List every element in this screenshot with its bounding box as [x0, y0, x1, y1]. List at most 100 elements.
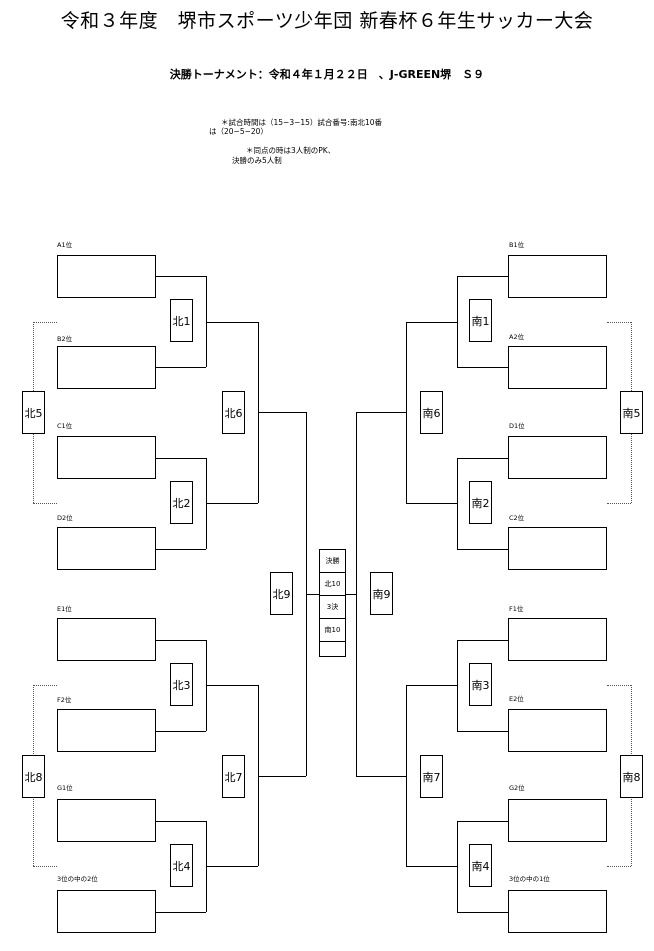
final-label: 決勝 [325, 557, 340, 565]
team-slot-l2 [57, 346, 156, 389]
page-title: 令和３年度 堺市スポーツ少年団 新春杯６年生サッカー大会 [60, 10, 594, 32]
third-place-label: 3決 [320, 595, 345, 618]
dotted-line [33, 503, 57, 504]
bracket-line [156, 912, 206, 913]
match-south8: 南8 [620, 755, 643, 798]
team-slot-r1 [508, 255, 607, 298]
team-slot-l4 [57, 527, 156, 570]
bracket-line [356, 412, 406, 413]
slot-label-l6: F2位 [57, 696, 72, 704]
match-south7: 南7 [420, 755, 443, 798]
slot-label-r3: D1位 [509, 422, 525, 430]
match-north3: 北3 [170, 663, 193, 706]
bracket-line [206, 685, 258, 686]
match-north4: 北4 [170, 844, 193, 887]
bracket-line [156, 276, 206, 277]
dotted-line [33, 322, 57, 323]
bracket-line [156, 367, 206, 368]
bracket-line [406, 685, 407, 866]
match-north8: 北8 [22, 755, 45, 798]
bracket-line [258, 412, 306, 413]
team-slot-r4 [508, 527, 607, 570]
bracket-line [356, 412, 357, 776]
match-north1: 北1 [170, 299, 193, 342]
bracket-line [206, 866, 258, 867]
dotted-line [607, 322, 631, 323]
match-south2: 南2 [469, 481, 492, 524]
bracket-line [406, 322, 407, 503]
slot-label-r8: 3位の中の1位 [509, 875, 550, 883]
team-slot-r6 [508, 709, 607, 752]
match-north2: 北2 [170, 481, 193, 524]
bracket-line [156, 731, 206, 732]
team-slot-l5 [57, 618, 156, 661]
bracket-line [356, 776, 406, 777]
slot-label-r2: A2位 [509, 333, 525, 341]
team-slot-l7 [57, 799, 156, 842]
slot-label-r6: E2位 [509, 695, 524, 703]
bracket-line [206, 503, 258, 504]
match-north7: 北7 [222, 755, 245, 798]
slot-label-l3: C1位 [57, 422, 73, 430]
bracket-line [346, 594, 356, 595]
bracket-line [156, 549, 206, 550]
slot-label-l5: E1位 [57, 605, 72, 613]
bracket-line [457, 549, 508, 550]
bracket-line [156, 640, 206, 641]
slot-label-l7: G1位 [57, 784, 73, 792]
team-slot-r3 [508, 436, 607, 479]
bracket-line [406, 503, 457, 504]
match-south6: 南6 [420, 391, 443, 434]
bracket-line [406, 866, 457, 867]
bracket-line [306, 594, 319, 595]
slot-label-r7: G2位 [509, 784, 525, 792]
bracket-line [258, 685, 259, 866]
match-south5: 南5 [620, 391, 643, 434]
team-slot-r5 [508, 618, 607, 661]
bracket-line [457, 640, 458, 731]
bracket-line [457, 276, 458, 367]
team-slot-l3 [57, 436, 156, 479]
note-pk: ＊同点の時は3人制のPK、 [246, 146, 336, 155]
bracket-line [457, 367, 508, 368]
page-subtitle: 決勝トーナメント：令和４年１月２２日 、J-GREEN堺 Ｓ９ [169, 68, 485, 81]
bracket-line [457, 276, 508, 277]
note-time: ＊試合時間は（15−3−15）試合番号:南北10番 [221, 118, 382, 127]
team-slot-l6 [57, 709, 156, 752]
bracket-line [406, 685, 457, 686]
match-south1: 南1 [469, 299, 492, 342]
bracket-line [457, 640, 508, 641]
slot-label-r5: F1位 [509, 605, 524, 613]
dotted-line [607, 503, 631, 504]
bracket-line [457, 731, 508, 732]
bracket-line [258, 776, 306, 777]
final-box: 決勝 北10 3決 南10 [319, 549, 346, 657]
slot-label-l8: 3位の中の2位 [57, 875, 98, 883]
match-north6: 北6 [222, 391, 245, 434]
slot-label-l4: D2位 [57, 514, 73, 522]
bracket-line [457, 821, 508, 822]
dotted-line [607, 685, 631, 686]
bracket-line [457, 458, 458, 549]
bracket-line [457, 821, 458, 912]
team-slot-r8 [508, 890, 607, 933]
dotted-line [33, 685, 57, 686]
bracket-line [156, 821, 206, 822]
final-box-blank [320, 641, 345, 656]
dotted-line [607, 866, 631, 867]
team-slot-r2 [508, 346, 607, 389]
bracket-line [156, 458, 206, 459]
note-time-final: は（20−5−20） [209, 127, 268, 136]
slot-label-r4: C2位 [509, 514, 525, 522]
match-south9: 南9 [370, 572, 393, 615]
match-north5: 北5 [22, 391, 45, 434]
dotted-line [33, 866, 57, 867]
third-place-match: 南10 [320, 618, 345, 641]
team-slot-l1 [57, 255, 156, 298]
note-pk-final: 決勝のみ5人制 [232, 156, 282, 165]
slot-label-l2: B2位 [57, 335, 73, 343]
bracket-line [206, 276, 207, 367]
bracket-line [406, 322, 457, 323]
team-slot-l8 [57, 890, 156, 933]
match-south4: 南4 [469, 844, 492, 887]
